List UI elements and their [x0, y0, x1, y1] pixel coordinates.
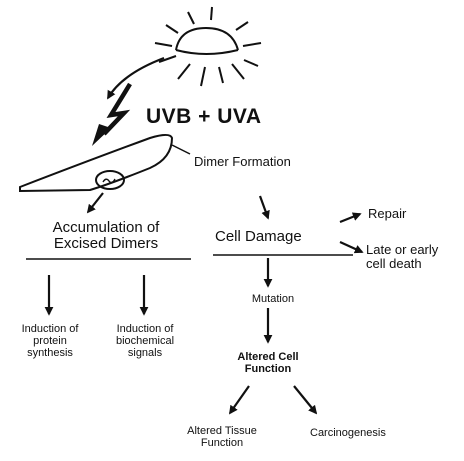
induction-protein-label: Induction of protein synthesis [21, 323, 79, 359]
mutation-label: Mutation [251, 293, 295, 305]
accumulation-label: Accumulation of Excised Dimers [52, 219, 160, 253]
arrow-to-accumulation [86, 192, 104, 214]
sun-icon [154, 6, 262, 87]
dimer-formation-label: Dimer Formation [194, 154, 291, 169]
arrow-to-altered-tissue [228, 385, 250, 415]
cell-death-label: Late or early cell death [366, 242, 439, 272]
arrow-to-cell-death [339, 240, 364, 254]
carcinogenesis-label: Carcinogenesis [310, 427, 386, 439]
induction-signals-label: Induction of biochemical signals [115, 323, 175, 359]
arrow-to-repair [339, 212, 362, 224]
lightning-bolt-icon [92, 82, 132, 146]
cell-damage-label: Cell Damage [215, 228, 302, 245]
altered-cell-label: Altered Cell Function [237, 351, 299, 375]
arrow-to-carcinogenesis [293, 385, 318, 415]
repair-label: Repair [368, 206, 407, 221]
cell-shape-icon [19, 134, 174, 193]
cell-to-dimer-arrow [171, 144, 191, 155]
arrow-to-cell-damage [258, 195, 270, 220]
radiation-label: UVB + UVA [146, 105, 262, 128]
altered-tissue-label: Altered Tissue Function [187, 425, 257, 449]
sun-to-lightning-arrow [107, 56, 165, 100]
